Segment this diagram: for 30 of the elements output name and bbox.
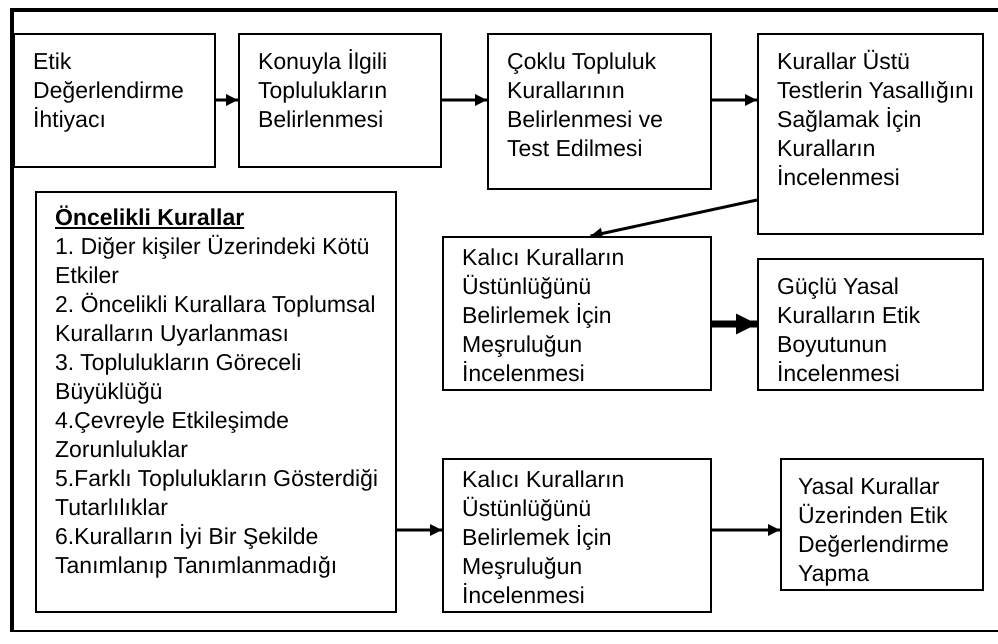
arrow [397,524,442,536]
process-box [757,258,984,391]
box-text: Güçlü Yasal Kuralların Etik Boyutunun İncelenmesi [777,272,922,388]
list-item: 5.Farklı Toplulukların Gösterdiği Tutarlılıklar [55,464,379,522]
box-text: Konuyla İlgili Toplulukların Belirlenmesi [258,47,388,134]
arrow [216,94,238,106]
arrow [712,524,780,536]
arrow [712,314,757,334]
process-box [757,33,984,235]
list-item: 4.Çevreyle Etkileşimde Zorunluluklar [55,406,290,464]
process-box [780,458,984,591]
process-box [487,33,712,190]
list-item: 6.Kuralların İyi Bir Şekilde Tanımlanıp Tanımlanmadığı [55,522,338,580]
box-text: Çoklu Topluluk Kurallarının Belirlenmesi ve Test Edilmesi [507,47,664,163]
priority-rules-box [35,191,397,613]
arrow [712,94,757,106]
process-box [238,33,442,168]
box-text: Kurallar Üstü Testlerin Yasallığını Sağlamak İçin Kuralların İncelenmesi [777,47,976,192]
list-heading: Öncelikli Kurallar [55,203,246,232]
process-box [442,236,712,391]
box-text: Kalıcı Kuralların Üstünlüğünü Belirlemek İçin Meşruluğun İncelenmesi [462,465,626,610]
list-item: 3. Toplulukların Göreceli Büyüklüğü [55,348,302,406]
process-box [13,33,216,168]
box-text: Etik Değerlendirme İhtiyacı [33,47,185,134]
arrow [442,94,487,106]
list-item: 1. Diğer kişiler Üzerindeki Kötü Etkiler [55,232,370,290]
list-item: 2. Öncelikli Kurallara Toplumsal Kuralların Uyarlanması [55,290,376,348]
process-box [442,458,712,613]
box-text: Kalıcı Kuralların Üstünlüğünü Belirlemek İçin Meşruluğun İncelenmesi [462,243,626,388]
box-text: Yasal Kurallar Üzerinden Etik Değerlendirme Yapma [798,472,950,588]
